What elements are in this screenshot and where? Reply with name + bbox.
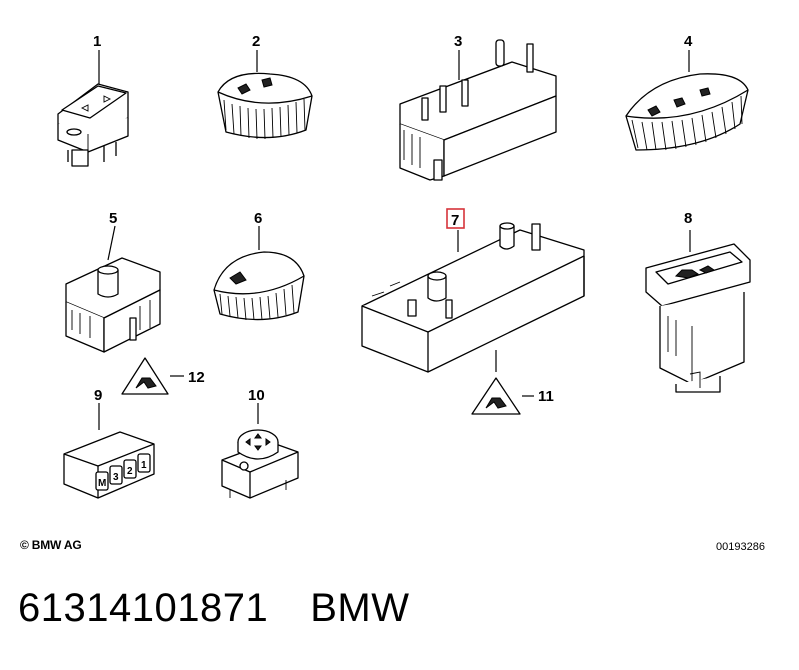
callout-7: 7	[451, 212, 459, 229]
callout-6: 6	[254, 210, 262, 227]
part-10-joystick-switch	[221, 403, 299, 499]
callout-12: 12	[188, 369, 205, 386]
part-8-switch	[645, 230, 751, 393]
brand-name: BMW	[310, 586, 410, 630]
memory-button-2-label: 2	[127, 466, 133, 477]
copyright-notice: © BMW AG	[20, 538, 82, 552]
part-9-memory-switch: M 3 2 1	[63, 403, 155, 499]
callout-3: 3	[454, 33, 462, 50]
part-1-switch	[57, 50, 129, 167]
part-6-knob	[213, 226, 305, 321]
callout-9: 9	[94, 387, 102, 404]
memory-button-3-label: 3	[113, 472, 119, 483]
part-number: 61314101871	[18, 586, 269, 630]
callout-5: 5	[109, 210, 117, 227]
callout-2: 2	[252, 33, 260, 50]
callout-11: 11	[538, 388, 554, 405]
footer-caption: 61314101871 BMW	[18, 586, 409, 631]
callout-1: 1	[93, 33, 101, 50]
callout-8: 8	[684, 210, 692, 227]
callout-4: 4	[684, 33, 693, 50]
part-2-knob	[217, 50, 313, 140]
part-4-knob	[625, 50, 749, 151]
drawing-number: 00193286	[716, 541, 765, 553]
part-7-control-unit	[361, 222, 585, 373]
callout-7-highlight	[446, 208, 465, 229]
part-12-warning-label	[121, 357, 184, 395]
part-3-module	[399, 39, 557, 181]
memory-button-m-label: M	[98, 478, 106, 489]
part-11-warning-label	[471, 350, 534, 415]
callout-10: 10	[248, 387, 265, 404]
part-5-switch	[65, 225, 161, 353]
memory-button-1-label: 1	[141, 460, 147, 471]
